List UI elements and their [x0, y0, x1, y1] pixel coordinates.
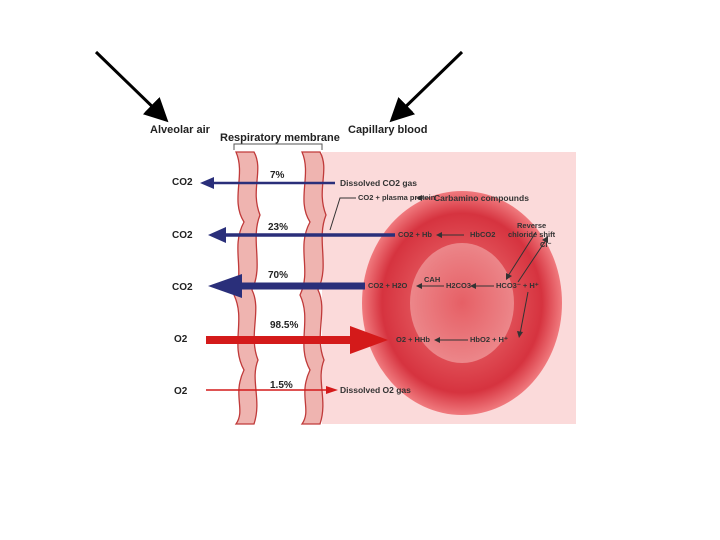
label-cah: CAH — [424, 275, 440, 284]
percent-carbamino: 23% — [268, 222, 288, 233]
label-co2-h2o: CO2 + H2O — [368, 281, 407, 290]
percent-dissolved-co2: 7% — [270, 170, 284, 181]
gas-label-co2-3: CO2 — [172, 282, 193, 293]
label-dissolved-co2: Dissolved CO2 gas — [340, 178, 417, 188]
gas-label-co2-1: CO2 — [172, 177, 193, 188]
percent-bicarbonate: 70% — [268, 270, 288, 281]
membrane-bracket — [234, 144, 322, 150]
gas-label-co2-2: CO2 — [172, 230, 193, 241]
red-blood-cell-center — [410, 243, 514, 363]
label-chloride-shift: chloride shift — [508, 230, 555, 239]
gas-label-o2-2: O2 — [174, 386, 187, 397]
label-co2-hb: CO2 + Hb — [398, 230, 432, 239]
label-chloride: Cl⁻ — [540, 240, 551, 249]
co2-arrowhead-dissolved — [200, 177, 214, 189]
label-plasma-protein: CO2 + plasma protein — [358, 193, 435, 202]
gas-label-o2-1: O2 — [174, 334, 187, 345]
percent-dissolved-o2: 1.5% — [270, 380, 293, 391]
label-hco3-h: HCO3⁻ + H⁺ — [496, 281, 539, 290]
label-h2co3: H2CO3 — [446, 281, 471, 290]
label-reverse: Reverse — [517, 221, 546, 230]
label-o2-hhb: O2 + HHb — [396, 335, 430, 344]
label-hbco2: HbCO2 — [470, 230, 495, 239]
co2-arrowhead-carbamino — [208, 227, 226, 243]
label-dissolved-o2: Dissolved O2 gas — [340, 385, 411, 395]
co2-arrowhead-bicarbonate — [208, 274, 242, 298]
percent-oxyhemoglobin: 98.5% — [270, 320, 298, 331]
label-hbo2-h: HbO2 + H⁺ — [470, 335, 508, 344]
label-carbamino-compounds: Carbamino compounds — [434, 193, 529, 203]
